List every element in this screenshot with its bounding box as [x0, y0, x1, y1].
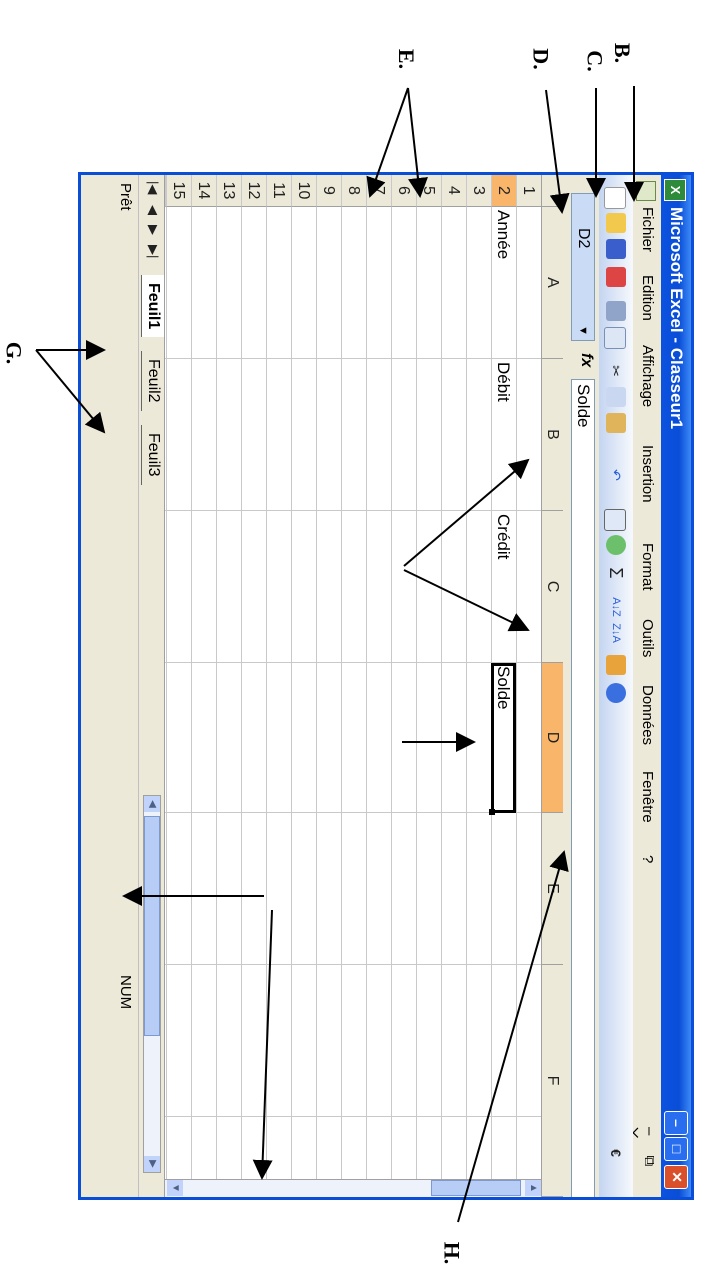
arrow-d	[545, 89, 570, 214]
arrow-e1	[407, 87, 428, 198]
arrow-e2	[366, 87, 409, 198]
arrow-f2	[403, 569, 530, 632]
arrow-j2	[252, 909, 273, 1180]
arrow-f1	[403, 458, 530, 567]
arrow-g2	[35, 349, 106, 434]
arrow-h	[457, 850, 569, 1223]
